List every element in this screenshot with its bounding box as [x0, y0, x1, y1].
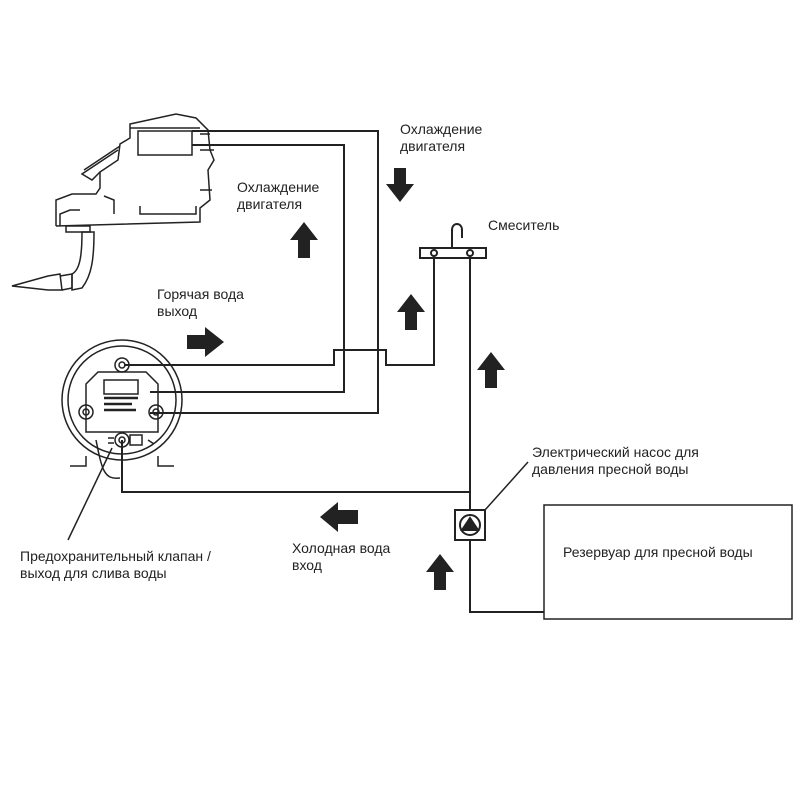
tank-icon [543, 504, 793, 620]
arrow-down-icon [386, 168, 414, 202]
pipe-cold-in [121, 440, 470, 493]
arrow-up-icon [290, 222, 318, 258]
label-mixer: Смеситель [488, 217, 560, 233]
label-hot-water-out: Горячая вода выход [157, 286, 244, 319]
label-pump: Электрический насос для давления пресной… [532, 444, 699, 477]
pipe-engine-cooling-out [150, 130, 379, 414]
mixer-icon [419, 223, 487, 259]
pump-icon [454, 509, 486, 541]
engine-icon [11, 113, 215, 291]
label-tank: Резервуар для пресной воды [563, 544, 753, 560]
arrow-up-icon [397, 294, 425, 330]
label-cold-water-in: Холодная вода вход [292, 540, 391, 573]
label-relief-valve: Предохранительный клапан / выход для сли… [20, 548, 211, 581]
arrow-right-icon [187, 327, 224, 357]
relief-valve-leader-line [67, 447, 113, 541]
label-engine-cooling-out: Охлаждение двигателя [400, 121, 483, 154]
pipe-hot-water-out [124, 255, 435, 366]
arrow-up-icon [426, 554, 454, 590]
pipe-cold-supply [469, 255, 544, 613]
label-engine-cooling-in: Охлаждение двигателя [237, 179, 320, 212]
arrow-up-icon [477, 352, 505, 388]
water-heater-icon [61, 339, 183, 479]
pump-leader-line [484, 461, 529, 511]
arrow-left-icon [320, 502, 358, 532]
pipe-engine-cooling-in [150, 144, 345, 393]
